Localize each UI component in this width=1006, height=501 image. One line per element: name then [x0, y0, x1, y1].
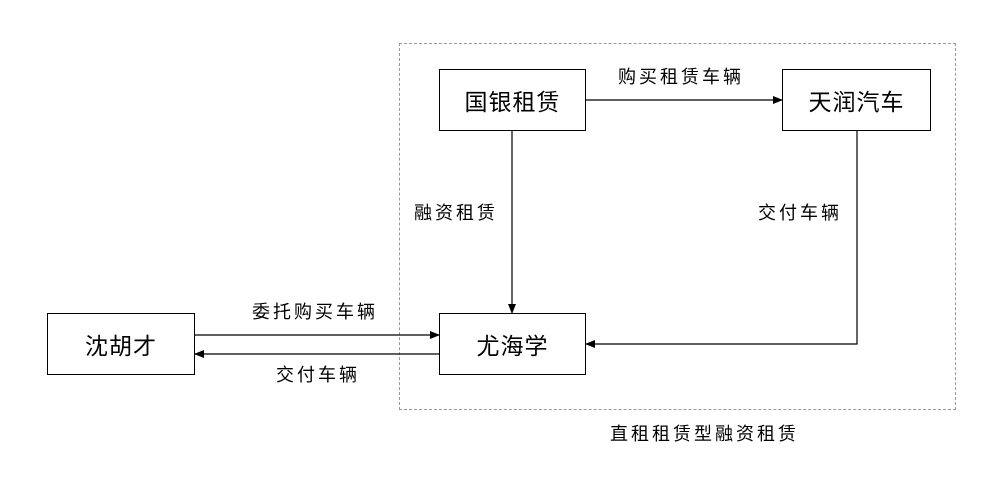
arrow-tianrun-to-youhaixue	[585, 131, 858, 348]
node-shenhucai: 沈胡才	[47, 313, 195, 375]
node-guoyin-leasing: 国银租赁	[439, 69, 586, 131]
node-youhaixue: 尤海学	[439, 313, 586, 375]
group-caption: 直租租赁型融资租赁	[610, 424, 799, 445]
edge-label-deliver-vehicle-right: 交付车辆	[758, 203, 842, 224]
direct-lease-group-frame	[399, 43, 956, 410]
edge-label-deliver-vehicle-bottom: 交付车辆	[276, 365, 360, 386]
node-tianrun-auto: 天润汽车	[782, 69, 931, 131]
edge-label-entrust-purchase: 委托购买车辆	[252, 302, 378, 323]
edge-label-purchase-lease-vehicle: 购买租赁车辆	[618, 67, 744, 88]
edge-label-finance-lease: 融资租赁	[414, 203, 498, 224]
